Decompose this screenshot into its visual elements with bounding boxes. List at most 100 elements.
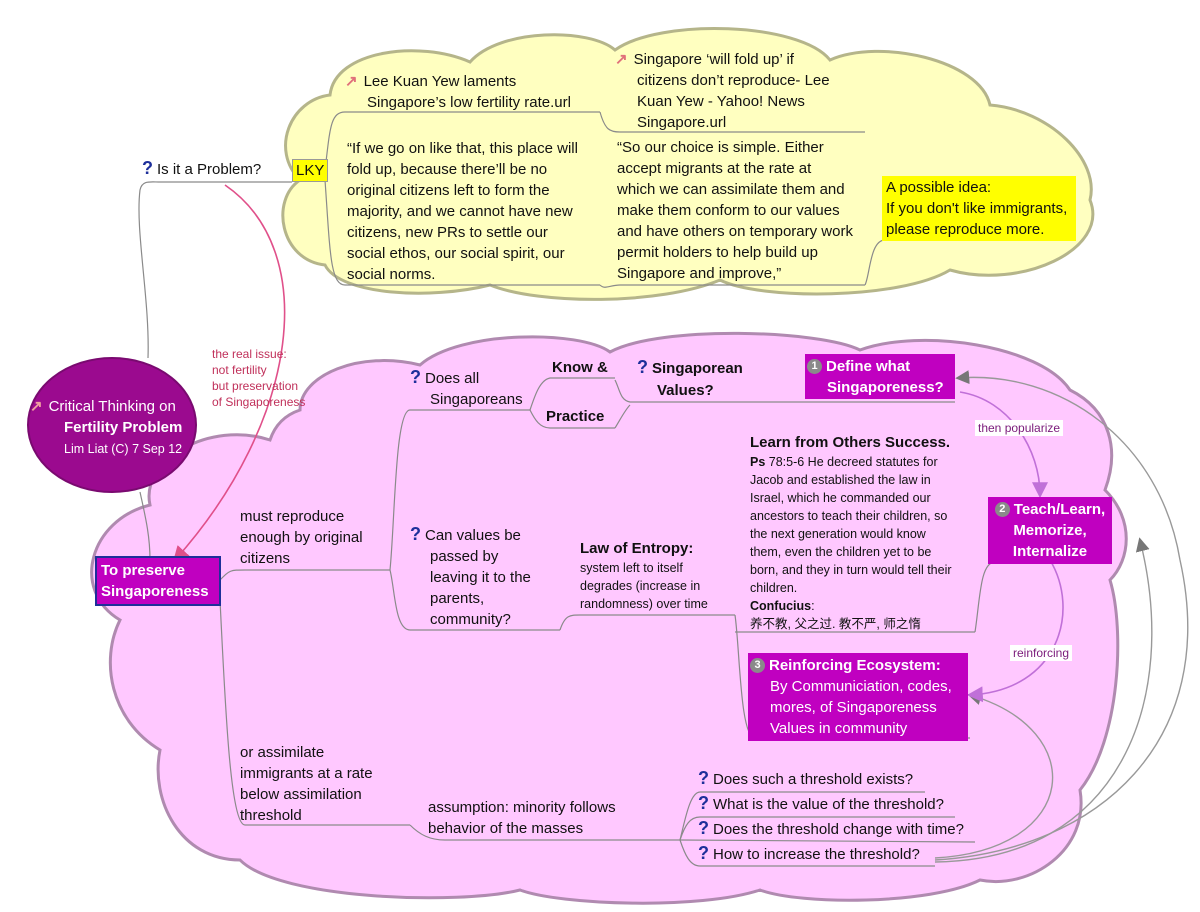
branch-connectors <box>138 111 1112 867</box>
singaporean-values[interactable]: ?Singaporean <box>637 357 743 377</box>
to-preserve-node[interactable]: To preserve Singaporeness <box>101 560 209 602</box>
assimilate-line: or assimilate <box>240 744 325 761</box>
lky-label[interactable]: LKY <box>292 159 329 182</box>
central-topic-shape <box>27 357 197 493</box>
teach-line: Internalize <box>1012 543 1088 560</box>
can-values-be-passed[interactable]: ?Can values be <box>410 524 521 544</box>
threshold-question[interactable]: ?Does such a threshold exists? <box>698 768 914 788</box>
psalm-ref: Ps <box>750 455 766 469</box>
threshold-question[interactable]: ?Does the threshold change with time? <box>698 818 964 838</box>
sg-values-line2: Values? <box>657 382 714 399</box>
threshold-question[interactable]: ?What is the value of the threshold? <box>698 793 944 813</box>
idea-line: A possible idea: <box>886 179 992 196</box>
central-topic[interactable]: ↗Critical Thinking on <box>30 396 176 417</box>
real-issue-line: of Singaporeness <box>212 395 306 409</box>
real-issue-line: but preservation <box>212 379 299 393</box>
assumption-node[interactable]: assumption: minority follows behavior of… <box>428 797 616 839</box>
teach-line: Memorize, <box>1013 522 1087 539</box>
or-assimilate[interactable]: or assimilate immigrants at a rate below… <box>240 742 373 826</box>
quote1-line: original citizens left to form the <box>347 182 550 199</box>
quote1-line: social norms. <box>347 266 436 283</box>
question-icon: ? <box>698 768 709 788</box>
ecosystem-line: mores, of Singaporeness <box>770 699 937 716</box>
quote1-line: “If we go on like that, this place will <box>347 140 578 157</box>
lky-quote-2: “So our choice is simple. Either accept … <box>617 137 853 284</box>
real-issue-label: the real issue: not fertility but preser… <box>212 346 305 410</box>
central-line3: Lim Liat (C) 7 Sep 12 <box>64 442 183 456</box>
number-2-icon: 2 <box>994 502 1010 517</box>
question-icon: ? <box>637 357 648 377</box>
confucius-quote: 养不教, 父之过. 教不严, 师之惰 <box>750 617 921 631</box>
psalm-line: the next generation would know <box>750 527 926 541</box>
lky-link-2-line2: citizens don’t reproduce- Lee <box>637 72 830 89</box>
question-icon: ? <box>410 367 421 387</box>
quote1-line: fold up, because there’ll be no <box>347 161 548 178</box>
number-1-icon: 1 <box>807 359 822 374</box>
does-all-line2: Singaporeans <box>430 391 523 408</box>
psalm-line: children. <box>750 581 798 595</box>
quote2-line: permit holders to help build up <box>617 244 818 261</box>
lky-quote-1: “If we go on like that, this place will … <box>347 138 578 285</box>
question-icon: ? <box>142 158 153 178</box>
preserve-line: Singaporeness <box>101 583 209 600</box>
define-line2: Singaporeness? <box>827 379 944 396</box>
threshold-question[interactable]: ?How to increase the threshold? <box>698 843 920 863</box>
confucius-label: Confucius <box>750 599 812 613</box>
assumption-line: assumption: minority follows <box>428 799 616 816</box>
assimilate-line: below assimilation <box>240 786 362 803</box>
quote2-line: and have others on temporary work <box>617 223 853 240</box>
psalm-line: ancestors to teach their children, so <box>750 509 948 523</box>
psalm-line: Israel, which he commanded our <box>750 491 931 505</box>
quote1-line: social ethos, our social spirit, our <box>347 245 565 262</box>
question-icon: ? <box>698 793 709 813</box>
can-values-line: community? <box>430 611 511 628</box>
reproduce-line: citizens <box>240 550 291 567</box>
quote2-line: make them conform to our values <box>617 202 840 219</box>
real-issue-line: the real issue: <box>212 347 287 361</box>
learn-from-others[interactable]: Learn from Others Success. Ps 78:5-6 He … <box>750 434 952 631</box>
psalm-line: 78:5-6 He decreed statutes for <box>765 455 938 469</box>
question-icon: ? <box>698 818 709 838</box>
reproduce-line: enough by original <box>240 529 363 546</box>
quote2-line: which we can assimilate them and <box>617 181 845 198</box>
possible-idea[interactable]: A possible idea: If you don't like immig… <box>882 176 1076 241</box>
psalm-line: Jacob and established the law in <box>750 473 931 487</box>
does-all-singaporeans[interactable]: ?Does all <box>410 367 480 387</box>
reinforcing-label: reinforcing <box>1010 645 1073 661</box>
law-of-entropy[interactable]: Law of Entropy: system left to itself de… <box>580 538 708 613</box>
ecosystem-line: Values in community <box>770 720 908 737</box>
lky-link-1[interactable]: ↗Lee Kuan Yew laments <box>345 73 517 90</box>
ecosystem-line: By Communiciation, codes, <box>770 678 952 695</box>
psalm-line: born, and they in turn would tell their <box>750 563 952 577</box>
can-values-line: parents, <box>430 590 485 607</box>
pink-cloud <box>90 331 1128 905</box>
can-values-rest: passed by leaving it to the parents, com… <box>430 546 531 630</box>
must-reproduce[interactable]: must reproduce enough by original citize… <box>240 506 363 569</box>
idea-line: If you don't like immigrants, <box>886 200 1068 217</box>
central-line1: Critical Thinking on <box>48 398 176 415</box>
assimilate-line: immigrants at a rate <box>240 765 373 782</box>
know-node[interactable]: Know & <box>552 359 608 376</box>
quote2-line: accept migrants at the rate at <box>617 160 812 177</box>
link-arrow-icon: ↗ <box>345 73 358 90</box>
can-values-line: passed by <box>430 548 499 565</box>
idea-line: please reproduce more. <box>886 221 1045 238</box>
assumption-line: behavior of the masses <box>428 820 584 837</box>
practice-node[interactable]: Practice <box>546 408 605 425</box>
is-it-a-problem[interactable]: ?Is it a Problem? <box>142 158 262 178</box>
lky-link-2-line3: Kuan Yew - Yahoo! News <box>637 93 805 110</box>
question-icon: ? <box>698 843 709 863</box>
entropy-line: system left to itself <box>580 561 683 575</box>
question-icon: ? <box>410 524 421 544</box>
lky-link-2[interactable]: ↗Singapore ‘will fold up’ if <box>615 51 794 68</box>
learn-title: Learn from Others Success. <box>750 434 951 451</box>
quote1-line: majority, and we cannot have new <box>347 203 573 220</box>
lky-link-1-line2: Singapore’s low fertility rate.url <box>367 94 571 111</box>
link-arrow-icon: ↗ <box>615 51 628 68</box>
preserve-line: To preserve <box>101 562 185 579</box>
assimilate-line: threshold <box>240 807 302 824</box>
